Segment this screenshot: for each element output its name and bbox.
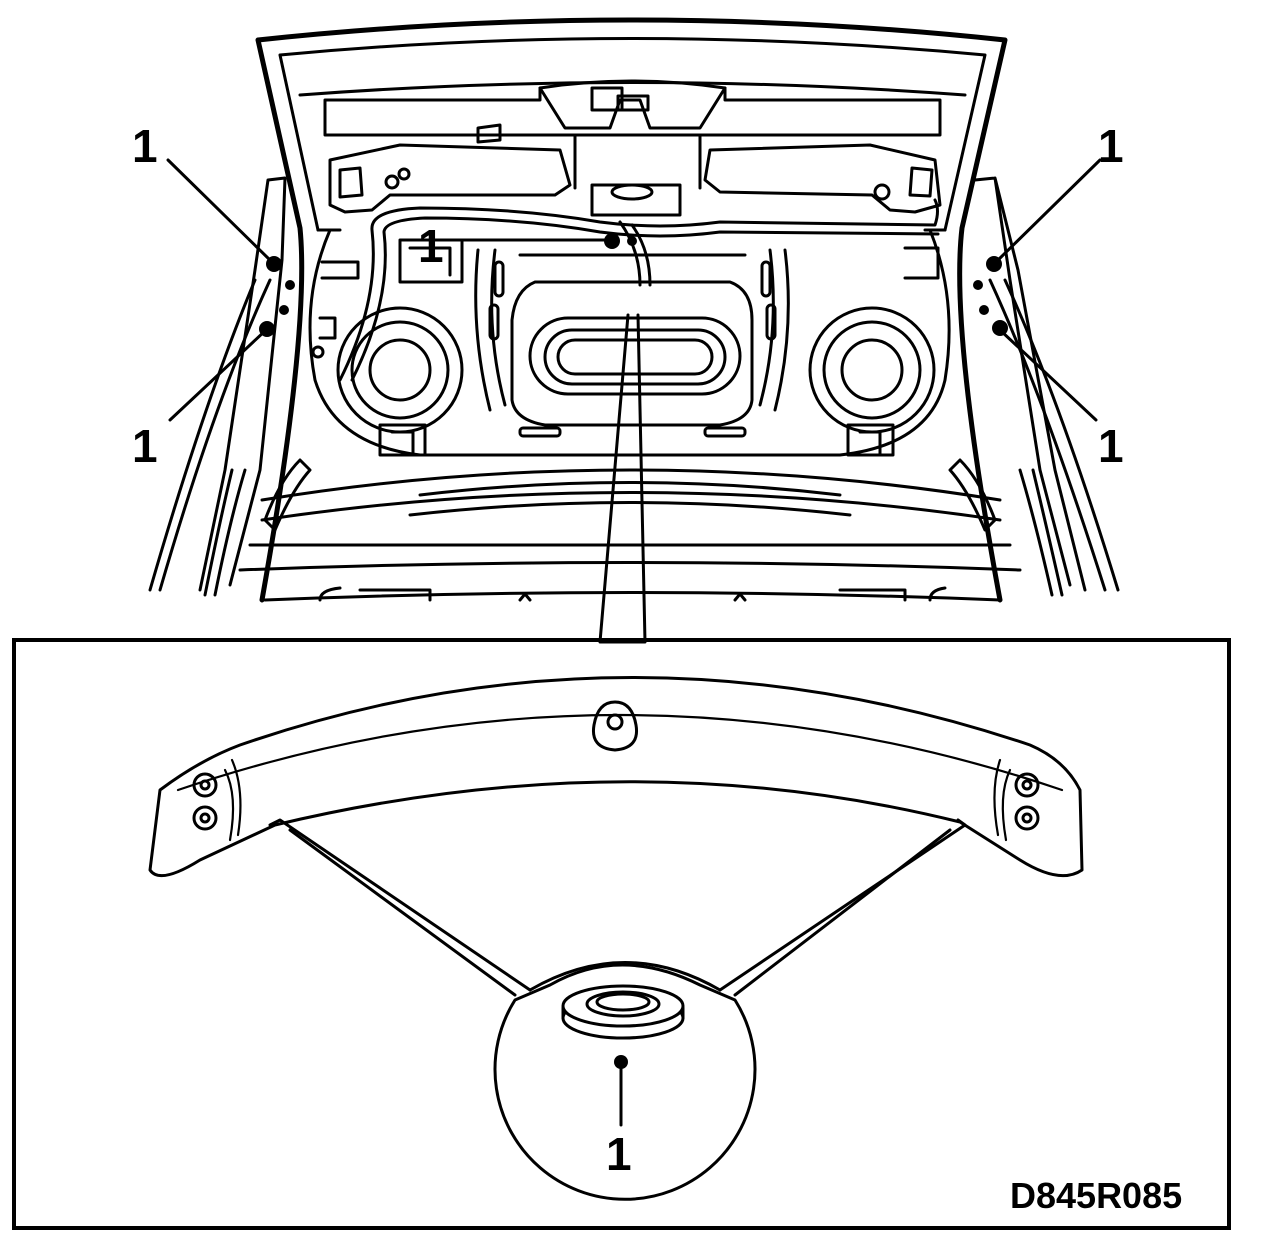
inner-panel: [308, 228, 951, 457]
center-recess: [510, 280, 754, 427]
keyhole-opening: [591, 700, 639, 752]
detail-connector: [598, 313, 647, 644]
callout-label-top-right: 1: [1098, 120, 1124, 172]
parcel-shelf: [260, 468, 1002, 502]
trim-panel: [148, 676, 1084, 878]
left-bracket: [328, 143, 572, 214]
detail-box: 1 D845R085: [12, 638, 1231, 1230]
grommet: [561, 984, 685, 1040]
zoom-cone: [268, 818, 967, 992]
center-latch: [590, 183, 682, 217]
left-side-strut: [198, 176, 287, 592]
trunk-lid-outline: [255, 17, 1008, 603]
main-view-callouts: 1 1 1 1 1: [132, 120, 1124, 472]
figure-code: D845R085: [1010, 1175, 1182, 1216]
right-speaker: [808, 306, 936, 434]
right-side-strut: [973, 176, 1087, 592]
callout-label-detail: 1: [606, 1128, 632, 1180]
right-bracket: [703, 143, 942, 214]
mounting-hole: [192, 772, 218, 798]
wiring-harness: [338, 198, 939, 382]
magnifier-circle: [493, 963, 757, 1201]
callout-label-bottom-right: 1: [1098, 420, 1124, 472]
callout-label-top-left: 1: [132, 120, 158, 172]
callout-label-center: 1: [418, 220, 444, 272]
marker-dot: [266, 256, 282, 272]
car-trunk-illustration: [148, 17, 1120, 603]
callout-label-bottom-left: 1: [132, 420, 158, 472]
